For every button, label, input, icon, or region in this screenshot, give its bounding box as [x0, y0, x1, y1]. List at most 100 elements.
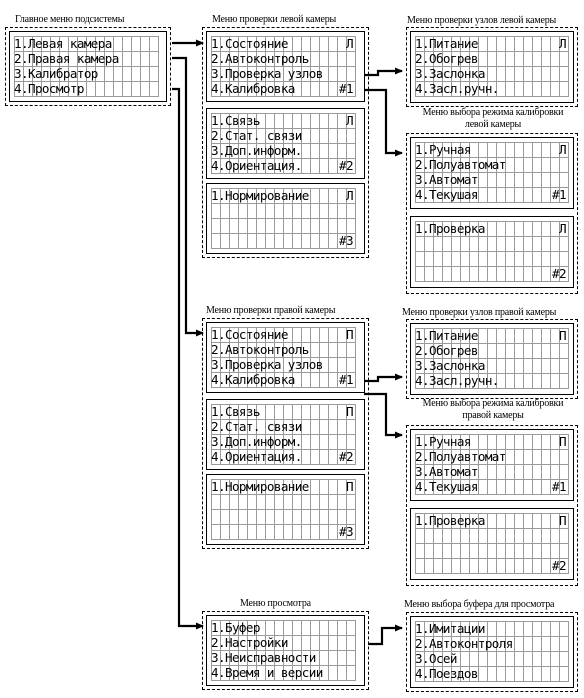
arrow-left-to-calib	[364, 88, 403, 157]
menu-item: 4.Ориентация.	[211, 449, 302, 464]
menu-item: 1.Левая камера	[14, 36, 112, 51]
title-main-menu: Главное меню подсистемы	[15, 14, 125, 25]
menu-item: 3.Заслонка	[415, 66, 485, 81]
menu-item: 1.Проверка	[415, 221, 485, 236]
menu-item: 1.Буфер	[211, 620, 260, 635]
group-right-check	[202, 318, 369, 549]
arrow-right-to-calib	[364, 392, 403, 439]
group-main-menu	[5, 27, 171, 106]
menu-item: 3.Автомат	[415, 464, 478, 479]
menu-item: 1.Питание	[415, 36, 478, 51]
menu-item: 2.Стат. связи	[211, 128, 302, 143]
screen-number: #1	[552, 479, 567, 494]
menu-item: 3.Калибратор	[14, 66, 98, 81]
camera-marker: Л	[346, 36, 354, 51]
menu-item: 4.Текушая	[415, 187, 478, 202]
arrow-main-to-right-check	[172, 56, 204, 337]
menu-item: 1.Питание	[415, 328, 478, 343]
screen-number: #1	[339, 372, 354, 387]
menu-item: 1.Ручная	[415, 142, 471, 157]
group-buffer	[406, 612, 578, 692]
screen-number: #2	[339, 449, 354, 464]
menu-item: 2.Автоконтроль	[211, 342, 309, 357]
menu-item: 1.Нормирование	[211, 479, 309, 494]
menu-item: 4.Засл.ручн.	[415, 81, 499, 96]
menu-item: 3.Неисправности	[211, 650, 316, 665]
camera-marker: П	[559, 513, 567, 528]
menu-item: 2.Обогрев	[415, 343, 478, 358]
lcd-grid: 1.Проверка Л #2	[415, 221, 569, 282]
menu-item: 3.Доп.информ.	[211, 143, 302, 158]
title-right-nodes: Меню проверки узлов правой камеры	[402, 307, 557, 318]
camera-marker: Л	[559, 221, 567, 236]
screen-number: #2	[339, 158, 354, 173]
arrow-right-to-nodes	[364, 373, 403, 383]
lcd-grid: 1.Нормирование Л #3	[211, 188, 356, 249]
menu-item: 1.Нормирование	[211, 188, 309, 203]
title-left-nodes: Меню проверки узлов левой камеры	[407, 15, 557, 26]
menu-item: 4.Калибровка	[211, 81, 295, 96]
camera-marker: Л	[346, 188, 354, 203]
screen-number: #1	[552, 187, 567, 202]
title-view: Меню просмотра	[240, 598, 311, 609]
camera-marker: Л	[559, 142, 567, 157]
menu-item: 2.Стат. связи	[211, 419, 302, 434]
menu-item: 4.Калибровка	[211, 372, 295, 387]
camera-marker: П	[346, 479, 354, 494]
menu-item: 2.Автоконтроль	[211, 51, 309, 66]
menu-item: 1.Состояние	[211, 36, 288, 51]
group-left-nodes	[406, 27, 578, 107]
group-right-nodes	[406, 319, 578, 399]
menu-item: 2.Настройки	[211, 635, 288, 650]
group-right-calib	[406, 425, 578, 586]
menu-item: 3.Проверка узлов	[211, 357, 323, 372]
menu-item: 4.Поездов	[415, 666, 478, 681]
menu-item: 1.Проверка	[415, 513, 485, 528]
arrow-left-to-nodes	[364, 67, 403, 77]
menu-item: 2.Правая камера	[14, 51, 119, 66]
screen-number: #3	[339, 233, 354, 248]
menu-item: 4.Засл.ручн.	[415, 373, 499, 388]
menu-item: 3.Доп.информ.	[211, 434, 302, 449]
camera-marker: П	[559, 434, 567, 449]
title-left-calib-line2: левой камеры	[464, 119, 522, 130]
title-right-calib: Меню выбора режима калибровки правой кам…	[409, 398, 577, 422]
group-left-check	[202, 27, 369, 258]
screen-left-calib-2: 1.Проверка Л #2	[410, 216, 574, 288]
screen-left-check-3: 1.Нормирование Л #3	[206, 183, 365, 254]
group-view	[202, 611, 369, 690]
title-right-calib-line1: Меню выбора режима калибровки	[422, 398, 564, 409]
menu-item: 2.Автоконтроля	[415, 636, 513, 651]
menu-item: 1.Состояние	[211, 327, 288, 342]
camera-marker: П	[346, 404, 354, 419]
menu-item: 3.Осей	[415, 651, 458, 666]
menu-item: 1.Связь	[211, 113, 260, 128]
title-left-calib-line1: Меню выбора режима калибровки	[422, 107, 564, 118]
title-left-calib: Меню выбора режима калибровки левой каме…	[409, 107, 577, 131]
menu-item: 4.Текушая	[415, 479, 478, 494]
title-left-check: Меню проверки левой камеры	[212, 14, 337, 25]
screen-number: #2	[552, 266, 567, 281]
title-right-calib-line2: правой камеры	[462, 410, 524, 421]
